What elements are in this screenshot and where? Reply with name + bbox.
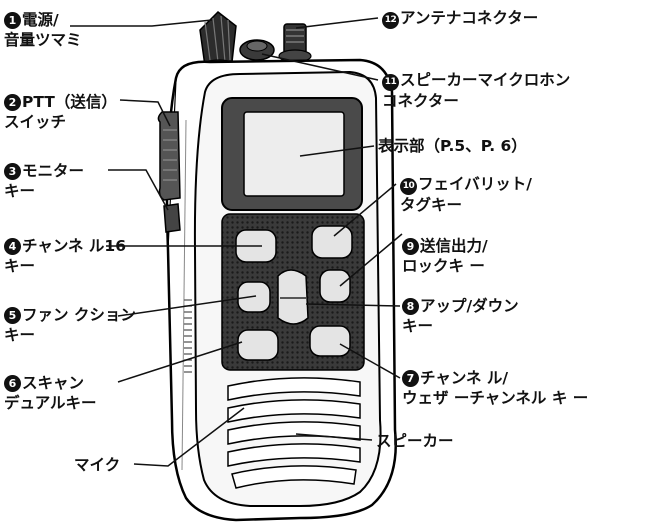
label-scan-line1: スキャン (22, 374, 85, 392)
label-updown-line2: キー (402, 317, 434, 335)
badge-5: 5 (4, 307, 21, 324)
badge-1: 1 (4, 12, 21, 29)
badge-10: 10 (400, 178, 417, 195)
label-ch16-line1: チャンネ ル16 (22, 237, 127, 255)
power-lock-key (319, 269, 351, 303)
badge-8: 8 (402, 298, 419, 315)
label-powerlock-line2: ロックキ ー (402, 257, 485, 275)
badge-2: 2 (4, 94, 21, 111)
label-display: 表示部（P.5、P. 6） (378, 137, 527, 155)
label-monitor-line1: モニター (22, 162, 85, 180)
label-chwx-line1: チャンネ ル/ (420, 369, 509, 387)
badge-4: 4 (4, 238, 21, 255)
badge-11: 11 (382, 74, 399, 91)
label-spmic-line2: コネクター (382, 92, 459, 110)
channel-wx-key (309, 325, 351, 357)
label-chwx-line2: ウェザ ーチャンネル キ ー (402, 389, 589, 407)
up-down-key (277, 269, 309, 325)
scan-key (237, 329, 279, 361)
label-monitor-line2: キー (4, 182, 36, 200)
label-mic: マイク (74, 456, 121, 474)
display-screen (221, 97, 363, 211)
label-power-volume-line2: 音量ツマミ (4, 31, 82, 49)
label-ptt-line2: スイッチ (4, 113, 67, 131)
leader-lines (70, 17, 403, 467)
label-updown-line1: アップ/ダウン (420, 297, 519, 315)
label-scan-line2: デュアルキー (4, 394, 97, 412)
label-spmic-line1: スピーカーマイクロホン (400, 71, 571, 89)
badge-12: 12 (382, 12, 399, 29)
favorite-key (311, 225, 353, 259)
speaker-mic-connector (239, 39, 275, 61)
badge-3: 3 (4, 163, 21, 180)
speaker-grille (227, 377, 361, 489)
label-antenna-line1: アンテナコネクター (400, 9, 539, 27)
label-power-volume-line1: 電源/ (22, 11, 59, 29)
label-powerlock-line1: 送信出力/ (420, 237, 488, 255)
ptt-switch (157, 111, 181, 201)
badge-9: 9 (402, 238, 419, 255)
label-speaker: スピーカー (376, 432, 454, 450)
antenna-connector (278, 23, 312, 63)
monitor-key (163, 203, 181, 233)
badge-7: 7 (402, 370, 419, 387)
label-ch16-line2: キー (4, 257, 36, 275)
badge-6: 6 (4, 375, 21, 392)
label-function-line2: キー (4, 326, 36, 344)
label-function-line1: ファン クション (22, 306, 136, 324)
label-ptt-line1: PTT（送信） (22, 93, 117, 111)
label-favorite-line1: フェイバリット/ (418, 175, 532, 193)
label-favorite-line2: タグキー (400, 196, 463, 214)
